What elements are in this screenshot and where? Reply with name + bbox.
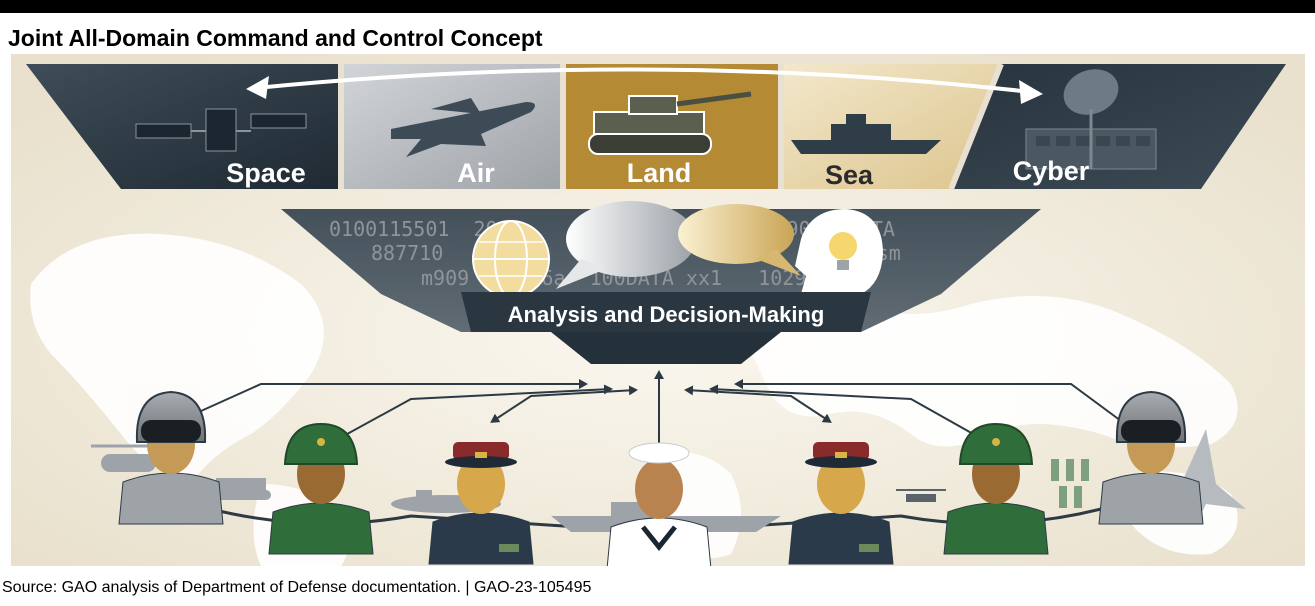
domain-label-land: Land [627, 158, 692, 188]
lightbulb-head-icon [795, 209, 883, 314]
aircraft-icon [391, 98, 535, 157]
drone-icon [896, 489, 946, 502]
person-soldier [943, 422, 1049, 555]
person-soldier [268, 422, 374, 555]
troops-icon [1051, 459, 1089, 508]
figure-title: Joint All-Domain Command and Control Con… [8, 25, 543, 51]
arrowhead-right [1019, 80, 1043, 104]
top-rule [0, 0, 1315, 13]
funnel-tip [551, 332, 781, 364]
tank-icon-small [211, 478, 271, 500]
jadc2-concept-figure: Space Air Land Sea Cyber 0100115501 200 … [11, 54, 1305, 566]
source-note: Source: GAO analysis of Department of De… [2, 579, 592, 596]
domain-link-arrow [255, 67, 1032, 94]
domain-label-air: Air [457, 158, 495, 188]
person-officer [428, 442, 534, 565]
ship-icon [791, 114, 941, 154]
panel-divider [948, 62, 1004, 191]
arrowhead-left [246, 76, 269, 99]
person-officer [788, 442, 894, 565]
satellite-dish-icon [1025, 69, 1157, 170]
center-label: Analysis and Decision-Making [508, 302, 825, 327]
speech-bubble-icon [678, 204, 801, 276]
decision-bar [461, 292, 871, 332]
globe-icon [472, 220, 550, 298]
tank-icon [588, 91, 752, 155]
person-pilot [1098, 390, 1204, 525]
speech-bubble-icon [556, 201, 696, 289]
satellite-icon [135, 108, 307, 152]
domain-label-space: Space [226, 158, 306, 188]
domain-label-sea: Sea [825, 160, 874, 190]
domain-label-cyber: Cyber [1013, 156, 1090, 186]
person-pilot [118, 390, 224, 525]
person-sailor [606, 442, 712, 566]
